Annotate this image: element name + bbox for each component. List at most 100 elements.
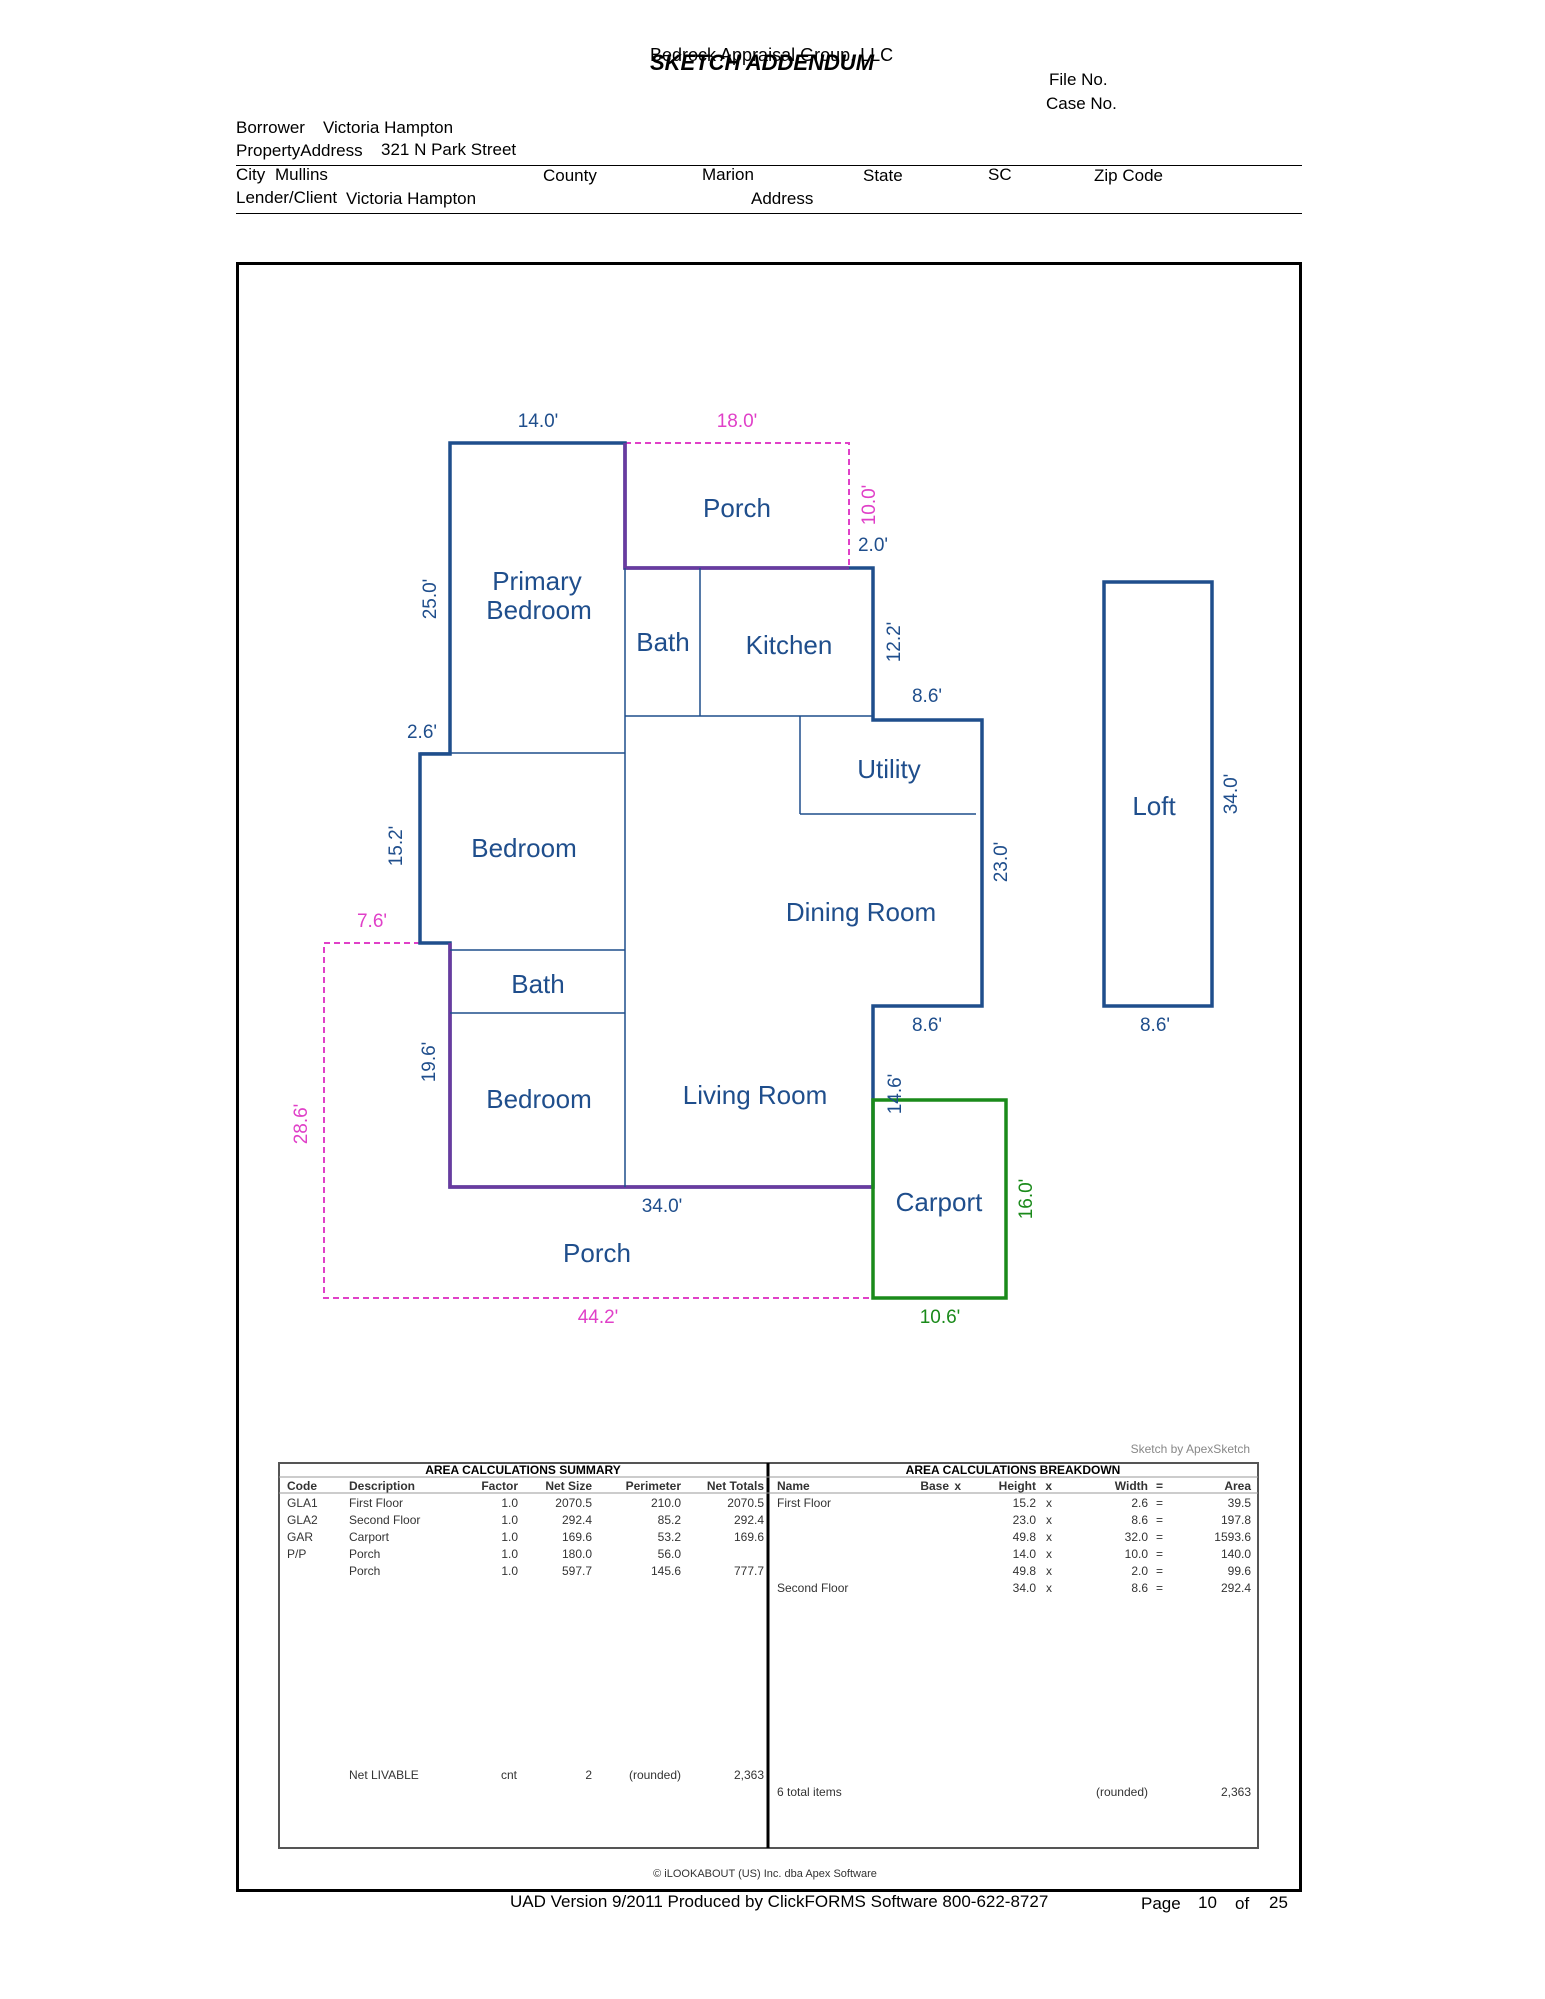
breakdown-eq: =	[1156, 1581, 1163, 1595]
room-label-primary-1: Primary	[492, 566, 582, 596]
breakdown-eq: =	[1156, 1564, 1163, 1578]
breakdown-row-1: First Floor 15.2 x 2.6 = 39.5	[777, 1496, 1251, 1510]
summary-h-code: Code	[287, 1479, 317, 1493]
summary-cell: 145.6	[651, 1564, 681, 1578]
summary-cell: Porch	[349, 1564, 380, 1578]
breakdown-row-2: 23.0 x 8.6 = 197.8	[1013, 1513, 1252, 1527]
breakdown-x: x	[1046, 1581, 1052, 1595]
room-label-bedroom-lower: Bedroom	[486, 1084, 592, 1114]
summary-cell: 169.6	[734, 1530, 764, 1544]
dim-44-2: 44.2'	[578, 1307, 619, 1328]
footer-total-pages: 25	[1269, 1893, 1288, 1912]
room-label-dining: Dining Room	[786, 897, 936, 927]
summary-cell: GAR	[287, 1530, 313, 1544]
summary-row-4: P/P Porch 1.0 180.0 56.0	[287, 1547, 681, 1561]
net-livable-cnt: cnt	[501, 1768, 518, 1782]
breakdown-x: x	[1046, 1513, 1052, 1527]
county-value: Marion	[702, 165, 754, 184]
breakdown-h-height: Height	[999, 1479, 1036, 1493]
dim-34-0: 34.0'	[642, 1196, 683, 1217]
summary-cell: P/P	[287, 1547, 306, 1561]
breakdown-h-base: Base	[920, 1479, 949, 1493]
breakdown-cell: First Floor	[777, 1496, 831, 1510]
case-no-label: Case No.	[1046, 94, 1117, 113]
breakdown-cell: Second Floor	[777, 1581, 848, 1595]
breakdown-eq: =	[1156, 1547, 1163, 1561]
summary-row-5: Porch 1.0 597.7 145.6 777.7	[349, 1564, 764, 1578]
property-address-value: 321 N Park Street	[381, 140, 517, 159]
breakdown-row-6: Second Floor 34.0 x 8.6 = 292.4	[777, 1581, 1251, 1595]
dim-16-0: 16.0'	[1016, 1179, 1037, 1220]
breakdown-row-3: 49.8 x 32.0 = 1593.6	[1013, 1530, 1252, 1544]
breakdown-total-items: 6 total items	[777, 1785, 842, 1799]
breakdown-h-name: Name	[777, 1479, 810, 1493]
carport-outline	[871, 1098, 1008, 1300]
sketch-frame	[236, 262, 1302, 1892]
summary-cell: Carport	[349, 1530, 390, 1544]
footer-produced-by: UAD Version 9/2011 Produced by ClickFORM…	[510, 1892, 1049, 1911]
breakdown-cell: 23.0	[1013, 1513, 1037, 1527]
dim-23-0: 23.0'	[991, 842, 1012, 883]
property-address-label: PropertyAddress	[236, 141, 363, 160]
breakdown-cell: 1593.6	[1214, 1530, 1251, 1544]
header-rule-1	[236, 165, 1302, 166]
summary-cell: 169.6	[562, 1530, 592, 1544]
summary-cell: GLA2	[287, 1513, 318, 1527]
dim-14-0: 14.0'	[518, 411, 559, 432]
room-label-bath-lower: Bath	[511, 969, 565, 999]
summary-cell: 85.2	[658, 1513, 682, 1527]
breakdown-eq: =	[1156, 1496, 1163, 1510]
dim-34-0-loft: 34.0'	[1221, 774, 1242, 815]
room-label-bedroom-mid: Bedroom	[471, 833, 577, 863]
summary-cell: 2070.5	[555, 1496, 592, 1510]
summary-cell: 597.7	[562, 1564, 592, 1578]
company-name: Bedrock Appraisal Group, LLC	[650, 45, 894, 65]
breakdown-cell: 14.0	[1013, 1547, 1037, 1561]
net-livable-count: 2	[585, 1768, 592, 1782]
breakdown-h-x2: x	[1045, 1479, 1052, 1493]
breakdown-total: 2,363	[1221, 1785, 1251, 1799]
breakdown-eq: =	[1156, 1513, 1163, 1527]
summary-row-1: GLA1 First Floor 1.0 2070.5 210.0 2070.5	[287, 1496, 764, 1510]
summary-cell: 180.0	[562, 1547, 592, 1561]
breakdown-h-area: Area	[1224, 1479, 1251, 1493]
breakdown-x: x	[1046, 1496, 1052, 1510]
dim-7-6: 7.6'	[357, 911, 387, 932]
summary-cell: 1.0	[501, 1564, 518, 1578]
room-label-living: Living Room	[683, 1080, 828, 1110]
summary-cell: 56.0	[658, 1547, 682, 1561]
breakdown-h-width: Width	[1115, 1479, 1148, 1493]
dim-8-6-b: 8.6'	[912, 1015, 942, 1036]
breakdown-cell: 2.6	[1131, 1496, 1148, 1510]
summary-cell: 1.0	[501, 1513, 518, 1527]
breakdown-cell: 140.0	[1221, 1547, 1251, 1561]
summary-cell: Second Floor	[349, 1513, 420, 1527]
breakdown-row-4: 14.0 x 10.0 = 140.0	[1013, 1547, 1252, 1561]
breakdown-cell: 39.5	[1228, 1496, 1252, 1510]
summary-h-nettotals: Net Totals	[707, 1479, 764, 1493]
summary-h-perimeter: Perimeter	[626, 1479, 682, 1493]
city-value: Mullins	[275, 165, 328, 184]
room-label-utility: Utility	[857, 754, 921, 784]
borrower-value: Victoria Hampton	[323, 118, 454, 137]
summary-h-factor: Factor	[481, 1479, 518, 1493]
file-no-label: File No.	[1049, 70, 1108, 89]
state-value: SC	[988, 165, 1012, 184]
summary-cell: 292.4	[734, 1513, 764, 1527]
dim-2-6: 2.6'	[407, 722, 437, 743]
room-label-carport: Carport	[896, 1187, 983, 1217]
net-livable-label: Net LIVABLE	[349, 1768, 419, 1782]
breakdown-eq: =	[1156, 1530, 1163, 1544]
dim-25-0: 25.0'	[420, 579, 441, 620]
breakdown-cell: 99.6	[1228, 1564, 1252, 1578]
breakdown-cell: 15.2	[1013, 1496, 1037, 1510]
room-label-porch-bottom: Porch	[563, 1238, 631, 1268]
summary-cell: 2070.5	[727, 1496, 764, 1510]
breakdown-x: x	[1046, 1530, 1052, 1544]
loft-outline	[1102, 580, 1214, 1008]
dim-10-0: 10.0'	[859, 485, 880, 526]
breakdown-cell: 197.8	[1221, 1513, 1251, 1527]
summary-cell: 53.2	[658, 1530, 682, 1544]
summary-h-desc: Description	[349, 1479, 415, 1493]
room-label-primary-2: Bedroom	[486, 595, 592, 625]
